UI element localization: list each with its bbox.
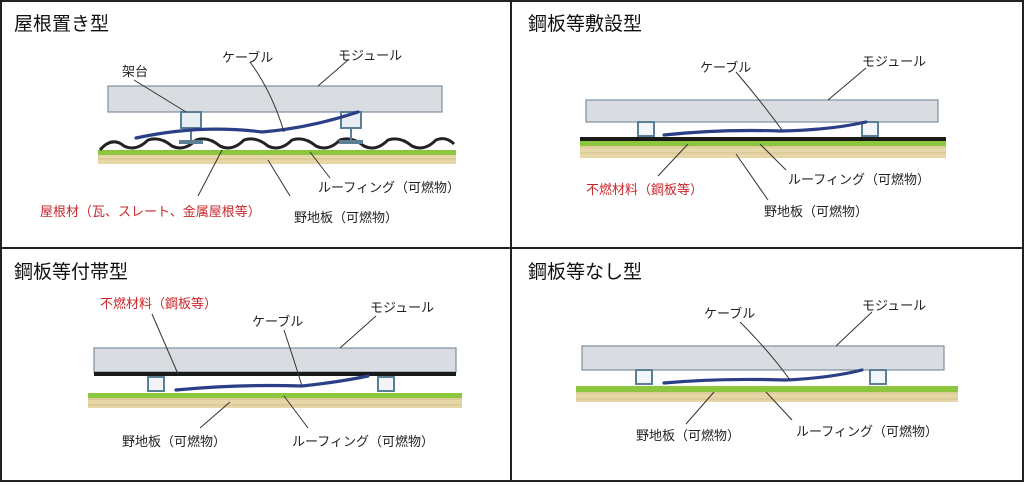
spacer-block xyxy=(147,376,165,392)
leader-line xyxy=(133,79,187,113)
label-module: モジュール xyxy=(370,301,434,316)
panel-title: 屋根置き型 xyxy=(14,13,109,35)
leader-line xyxy=(267,159,291,197)
leader-line xyxy=(827,67,867,101)
leader-line xyxy=(759,143,787,171)
label-cable: ケーブル xyxy=(704,306,755,322)
leader-line xyxy=(197,149,223,197)
spacer-block xyxy=(869,369,887,385)
label-roofing: ルーフィング（可燃物） xyxy=(796,424,938,440)
label-cable: ケーブル xyxy=(252,314,303,330)
leader-line xyxy=(735,153,769,201)
cable xyxy=(662,368,864,385)
spacer-block xyxy=(637,121,655,137)
sheathing-board xyxy=(576,392,958,402)
roofing-layer xyxy=(580,141,946,146)
leader-line xyxy=(309,151,331,179)
leader-line xyxy=(739,321,791,381)
pv-module xyxy=(107,85,443,113)
label-sheathing: 野地板（可燃物） xyxy=(122,434,226,450)
spacer-block xyxy=(861,121,879,137)
roofing-layer xyxy=(98,150,456,155)
roof-material xyxy=(98,137,456,152)
panel-title: 鋼板等付帯型 xyxy=(14,261,128,283)
label-cable: ケーブル xyxy=(700,60,751,76)
leader-line xyxy=(835,311,873,347)
leader-line xyxy=(151,313,179,375)
label-roofing: ルーフィング（可燃物） xyxy=(318,180,460,196)
cable xyxy=(662,120,868,137)
roofing-layer xyxy=(576,386,958,392)
panel-steel-attached: 鋼板等付帯型 不燃材料（鋼板等） ケーブル モジュール 野地板（可燃物） ルーフ… xyxy=(14,261,462,450)
roofing-layer xyxy=(88,393,462,398)
label-module: モジュール xyxy=(862,299,926,314)
label-roofing: ルーフィング（可燃物） xyxy=(292,434,434,450)
panel-title: 鋼板等なし型 xyxy=(528,261,642,283)
cable xyxy=(134,110,360,140)
leader-line xyxy=(249,61,285,133)
sheathing-board xyxy=(580,146,946,158)
label-sheathing: 野地板（可燃物） xyxy=(294,210,398,226)
spacer-block xyxy=(635,369,653,385)
panel-no-steel: 鋼板等なし型 ケーブル モジュール 野地板（可燃物） ルーフィング（可燃物） xyxy=(528,261,958,444)
label-roofing: ルーフィング（可燃物） xyxy=(788,172,930,188)
cable xyxy=(174,374,370,392)
label-mount: 架台 xyxy=(122,65,148,80)
label-cable: ケーブル xyxy=(222,50,273,66)
leader-line xyxy=(339,315,377,349)
leader-line xyxy=(317,59,349,87)
pv-module xyxy=(581,345,945,371)
label-module: モジュール xyxy=(862,55,926,70)
pv-module xyxy=(93,347,457,373)
label-sheathing: 野地板（可燃物） xyxy=(636,428,740,444)
leader-line xyxy=(735,71,783,131)
leader-line xyxy=(657,143,689,177)
leader-line xyxy=(199,401,231,429)
leader-line xyxy=(685,391,715,425)
steel-sheet xyxy=(94,372,456,376)
pv-module xyxy=(585,99,939,123)
label-noncombustible: 不燃材料（鋼板等） xyxy=(100,296,217,312)
label-noncombustible: 不燃材料（鋼板等） xyxy=(586,182,703,198)
leader-line xyxy=(765,391,793,421)
label-sheathing: 野地板（可燃物） xyxy=(764,204,868,220)
spacer-block xyxy=(377,376,395,392)
sheathing-board xyxy=(98,154,456,164)
panel-title: 鋼板等敷設型 xyxy=(528,13,642,35)
label-roof-material: 屋根材（瓦、スレート、金属屋根等） xyxy=(40,204,261,220)
label-module: モジュール xyxy=(338,49,402,64)
mount-bracket xyxy=(179,111,203,144)
leader-line xyxy=(283,329,303,387)
panel-roof-mounted: 屋根置き型 架台 ケーブル モジュール ルーフィング（可燃物） xyxy=(14,13,460,226)
steel-sheet xyxy=(580,137,946,141)
sheathing-board xyxy=(88,398,462,408)
panel-steel-laid: 鋼板等敷設型 ケーブル モジュール 不燃材料（鋼板等） ルーフィング（可燃物） … xyxy=(528,13,946,220)
leader-line xyxy=(283,395,309,429)
